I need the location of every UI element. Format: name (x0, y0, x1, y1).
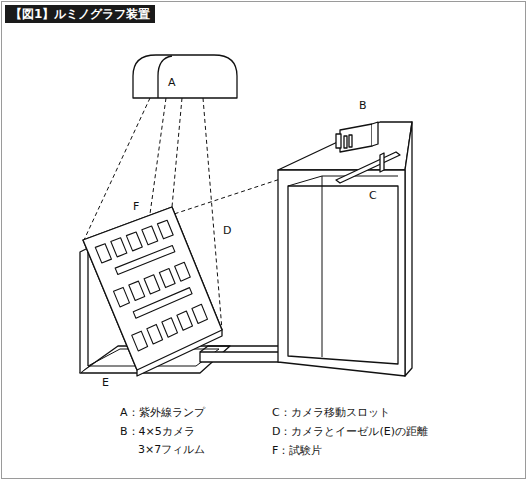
test-piece (175, 262, 191, 281)
test-piece (114, 287, 130, 306)
part-letter: F (131, 200, 141, 213)
camera-detail (349, 135, 352, 147)
test-piece (162, 318, 178, 337)
legend-note: B：4×5カメラ (120, 425, 195, 438)
test-piece (129, 281, 145, 300)
legend-note: F：試験片 (272, 444, 322, 457)
frame-side (405, 122, 412, 376)
floor-slab (200, 352, 280, 362)
frame-top (278, 122, 412, 170)
test-piece (144, 275, 160, 294)
camera-lens (336, 134, 341, 148)
slot-clamp (380, 153, 384, 172)
camera-body (340, 124, 372, 152)
frame-inner-wall (288, 176, 322, 357)
part-letter: C (367, 189, 379, 202)
holder-bar (115, 245, 175, 274)
light-ray (150, 98, 166, 214)
part-letter: A (166, 76, 178, 89)
camera-slot (336, 152, 400, 183)
test-piece (142, 226, 158, 245)
test-piece (132, 331, 148, 351)
part-letter: D (221, 224, 233, 237)
test-piece (111, 238, 127, 257)
holder-bar (133, 288, 192, 319)
camera-detail (344, 136, 347, 148)
easel-panel (83, 207, 222, 370)
legend-note: C：カメラ移動スロット (272, 406, 390, 419)
frame-opening (288, 186, 398, 364)
camera-side (372, 122, 378, 146)
part-letter: B (357, 99, 369, 112)
test-piece (95, 244, 111, 263)
test-piece (159, 269, 175, 288)
legend-note: 3×7フィルム (138, 443, 205, 456)
frame-inner-top (322, 176, 398, 177)
floor-slab-top (200, 346, 280, 352)
frame-front (278, 170, 405, 376)
figure-title: 【図1】ルミノグラフ装置 (5, 5, 155, 23)
test-piece (147, 324, 163, 344)
test-piece (126, 232, 142, 251)
easel-leg (80, 248, 88, 373)
legend-note: A：紫外線ランプ (120, 406, 205, 419)
test-piece (177, 311, 193, 330)
legend-note: D：カメラとイーゼル(E)の距離 (272, 425, 428, 438)
part-letter: E (100, 376, 111, 389)
light-ray (172, 98, 182, 207)
test-piece (157, 220, 173, 239)
test-piece (192, 304, 208, 323)
uv-lamp (133, 55, 237, 98)
